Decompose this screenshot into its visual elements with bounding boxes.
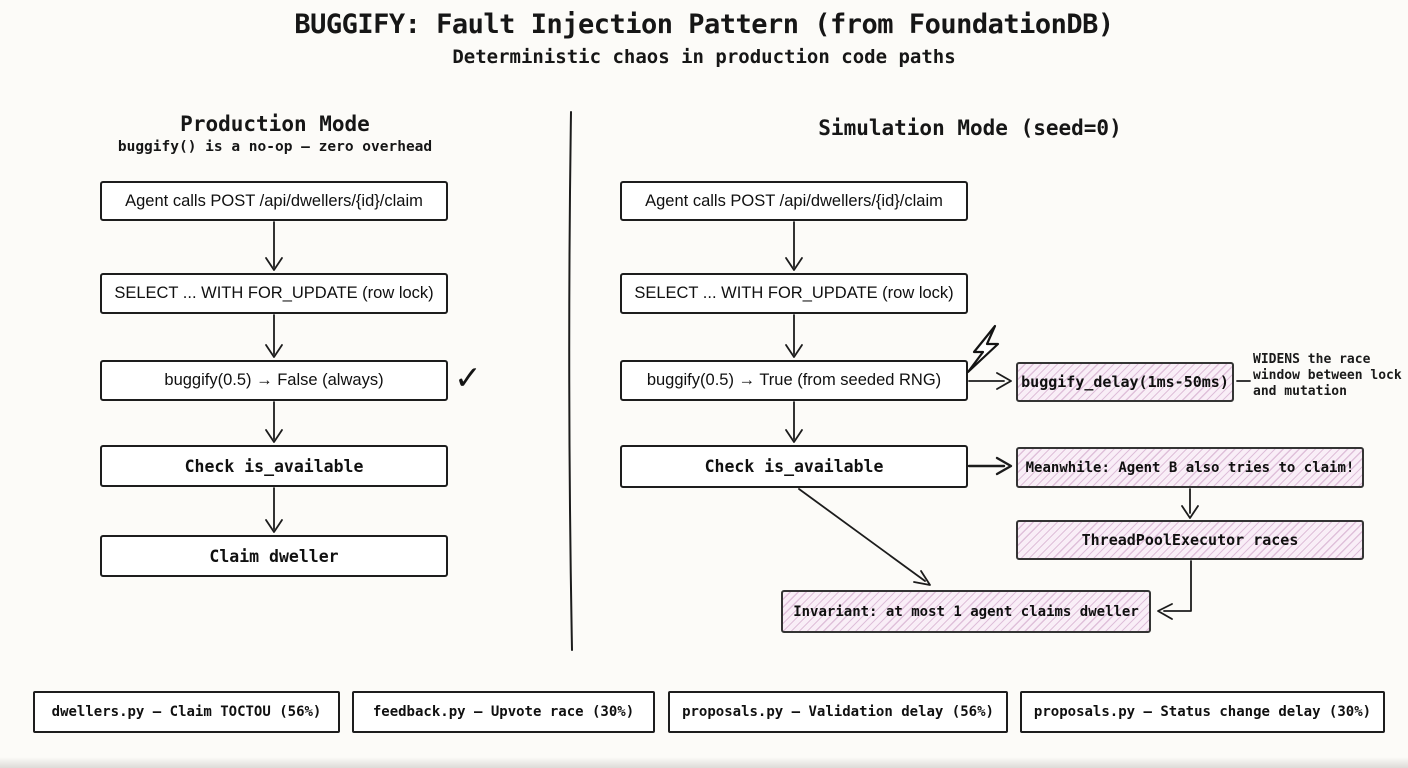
footer-box-feedback-upvote: feedback.py — Upvote race (30%) [352, 691, 655, 733]
arrow-down-icon [785, 314, 803, 358]
check-icon: ✓ [454, 358, 482, 397]
footer-box-proposals-validation: proposals.py — Validation delay (56%) [668, 691, 1008, 733]
prod-step-check-available-box: Check is_available [100, 445, 448, 487]
fault-threadpool-races-box: ThreadPoolExecutor races [1016, 520, 1364, 560]
arrow-right-icon [967, 456, 1013, 476]
arrow-down-icon [265, 221, 283, 271]
arrow-down-icon [265, 487, 283, 533]
arrow-down-icon [265, 314, 283, 358]
simulation-mode-heading: Simulation Mode (seed=0) [818, 116, 1122, 140]
arrow-down-icon [785, 221, 803, 271]
sim-step-agent-call-box: Agent calls POST /api/dwellers/{id}/clai… [620, 181, 968, 221]
page-title: BUGGIFY: Fault Injection Pattern (from F… [294, 9, 1114, 40]
arrow-down-icon [1181, 488, 1199, 519]
production-mode-subheading: buggify() is a no-op — zero overhead [117, 139, 433, 155]
page-bottom-shadow [0, 757, 1408, 768]
arrow-down-icon [265, 401, 283, 443]
lightning-icon [966, 324, 1000, 374]
column-divider [568, 111, 573, 651]
sim-step-buggify-true-box: buggify(0.5) → True (from seeded RNG) [620, 360, 968, 401]
arrow-elbow-left-icon [1157, 560, 1192, 620]
fault-delay-box: buggify_delay(1ms-50ms) [1016, 362, 1234, 402]
delay-annotation-line: and mutation [1253, 384, 1347, 399]
footer-box-proposals-status: proposals.py — Status change delay (30%) [1020, 691, 1385, 733]
delay-annotation: WIDENS the race window between lock and … [1253, 352, 1408, 400]
delay-annotation-line: WIDENS the race [1253, 352, 1371, 367]
prod-step-agent-call-box: Agent calls POST /api/dwellers/{id}/clai… [100, 181, 448, 221]
prod-step-select-lock-box: SELECT ... WITH FOR_UPDATE (row lock) [100, 273, 448, 314]
production-mode-heading: Production Mode [180, 112, 370, 136]
prod-step-claim-dweller-box: Claim dweller [100, 535, 448, 577]
prod-step-buggify-false-box: buggify(0.5) → False (always) [100, 360, 448, 401]
arrow-diagonal-icon [798, 488, 931, 586]
sim-step-select-lock-box: SELECT ... WITH FOR_UPDATE (row lock) [620, 273, 968, 314]
arrow-down-icon [785, 401, 803, 443]
page-subtitle: Deterministic chaos in production code p… [452, 46, 956, 68]
footer-box-dwellers-claim: dwellers.py — Claim TOCTOU (56%) [33, 691, 340, 733]
invariant-box: Invariant: at most 1 agent claims dwelle… [781, 590, 1151, 633]
sim-step-check-available-box: Check is_available [620, 445, 968, 488]
fault-meanwhile-box: Meanwhile: Agent B also tries to claim! [1016, 447, 1364, 488]
arrow-right-icon [968, 372, 1012, 390]
delay-annotation-line: window between lock [1253, 368, 1402, 383]
